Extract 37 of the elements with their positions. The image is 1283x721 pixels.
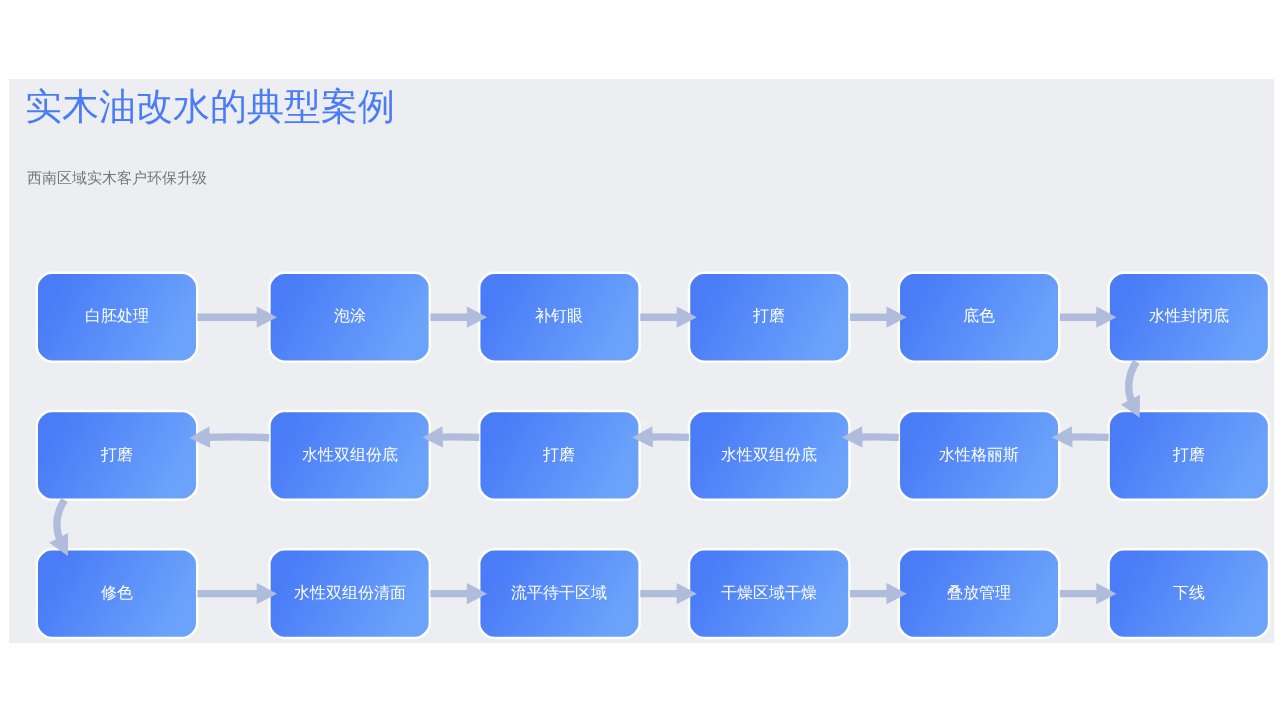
node-box: 下线 xyxy=(1107,547,1271,639)
arrow xyxy=(197,582,277,604)
arrow xyxy=(197,306,277,328)
node-box: 泡涂 xyxy=(268,271,432,363)
diagram-title: 实木油改水的典型案例 xyxy=(24,83,395,127)
arrow xyxy=(422,425,480,448)
node-box: 打磨 xyxy=(1107,409,1271,501)
node-box: 水性格丽斯 xyxy=(897,409,1061,501)
arrow xyxy=(430,306,488,328)
node-box: 叠放管理 xyxy=(897,547,1061,639)
arrow xyxy=(189,426,270,448)
node-box: 打磨 xyxy=(477,409,641,501)
arrow xyxy=(1059,582,1117,604)
arrow xyxy=(430,582,488,604)
node-box: 水性双组份底 xyxy=(687,409,851,501)
node-box: 干燥区域干燥 xyxy=(687,547,851,639)
arrow xyxy=(1121,359,1140,418)
arrow xyxy=(850,306,907,328)
arrow xyxy=(640,306,697,328)
node-box: 水性双组份清面 xyxy=(268,547,432,639)
node-box: 修色 xyxy=(35,547,199,639)
arrow xyxy=(1059,306,1117,328)
label: 西南区域实木客户环保升级 xyxy=(26,168,207,186)
node-box: 底色 xyxy=(897,271,1061,363)
node-box: 水性封闭底 xyxy=(1107,271,1271,363)
arrow xyxy=(1051,425,1109,448)
node-box: 打磨 xyxy=(35,409,199,501)
arrow xyxy=(842,425,899,448)
arrow xyxy=(640,582,697,604)
node-box: 流平待干区域 xyxy=(477,547,641,639)
node-box: 水性双组份底 xyxy=(268,409,432,501)
arrow xyxy=(632,425,690,448)
arrow xyxy=(49,497,69,556)
node-box: 补钉眼 xyxy=(477,271,641,363)
node-box: 打磨 xyxy=(687,271,851,363)
node-box: 白胚处理 xyxy=(35,271,199,363)
arrow xyxy=(850,582,907,604)
